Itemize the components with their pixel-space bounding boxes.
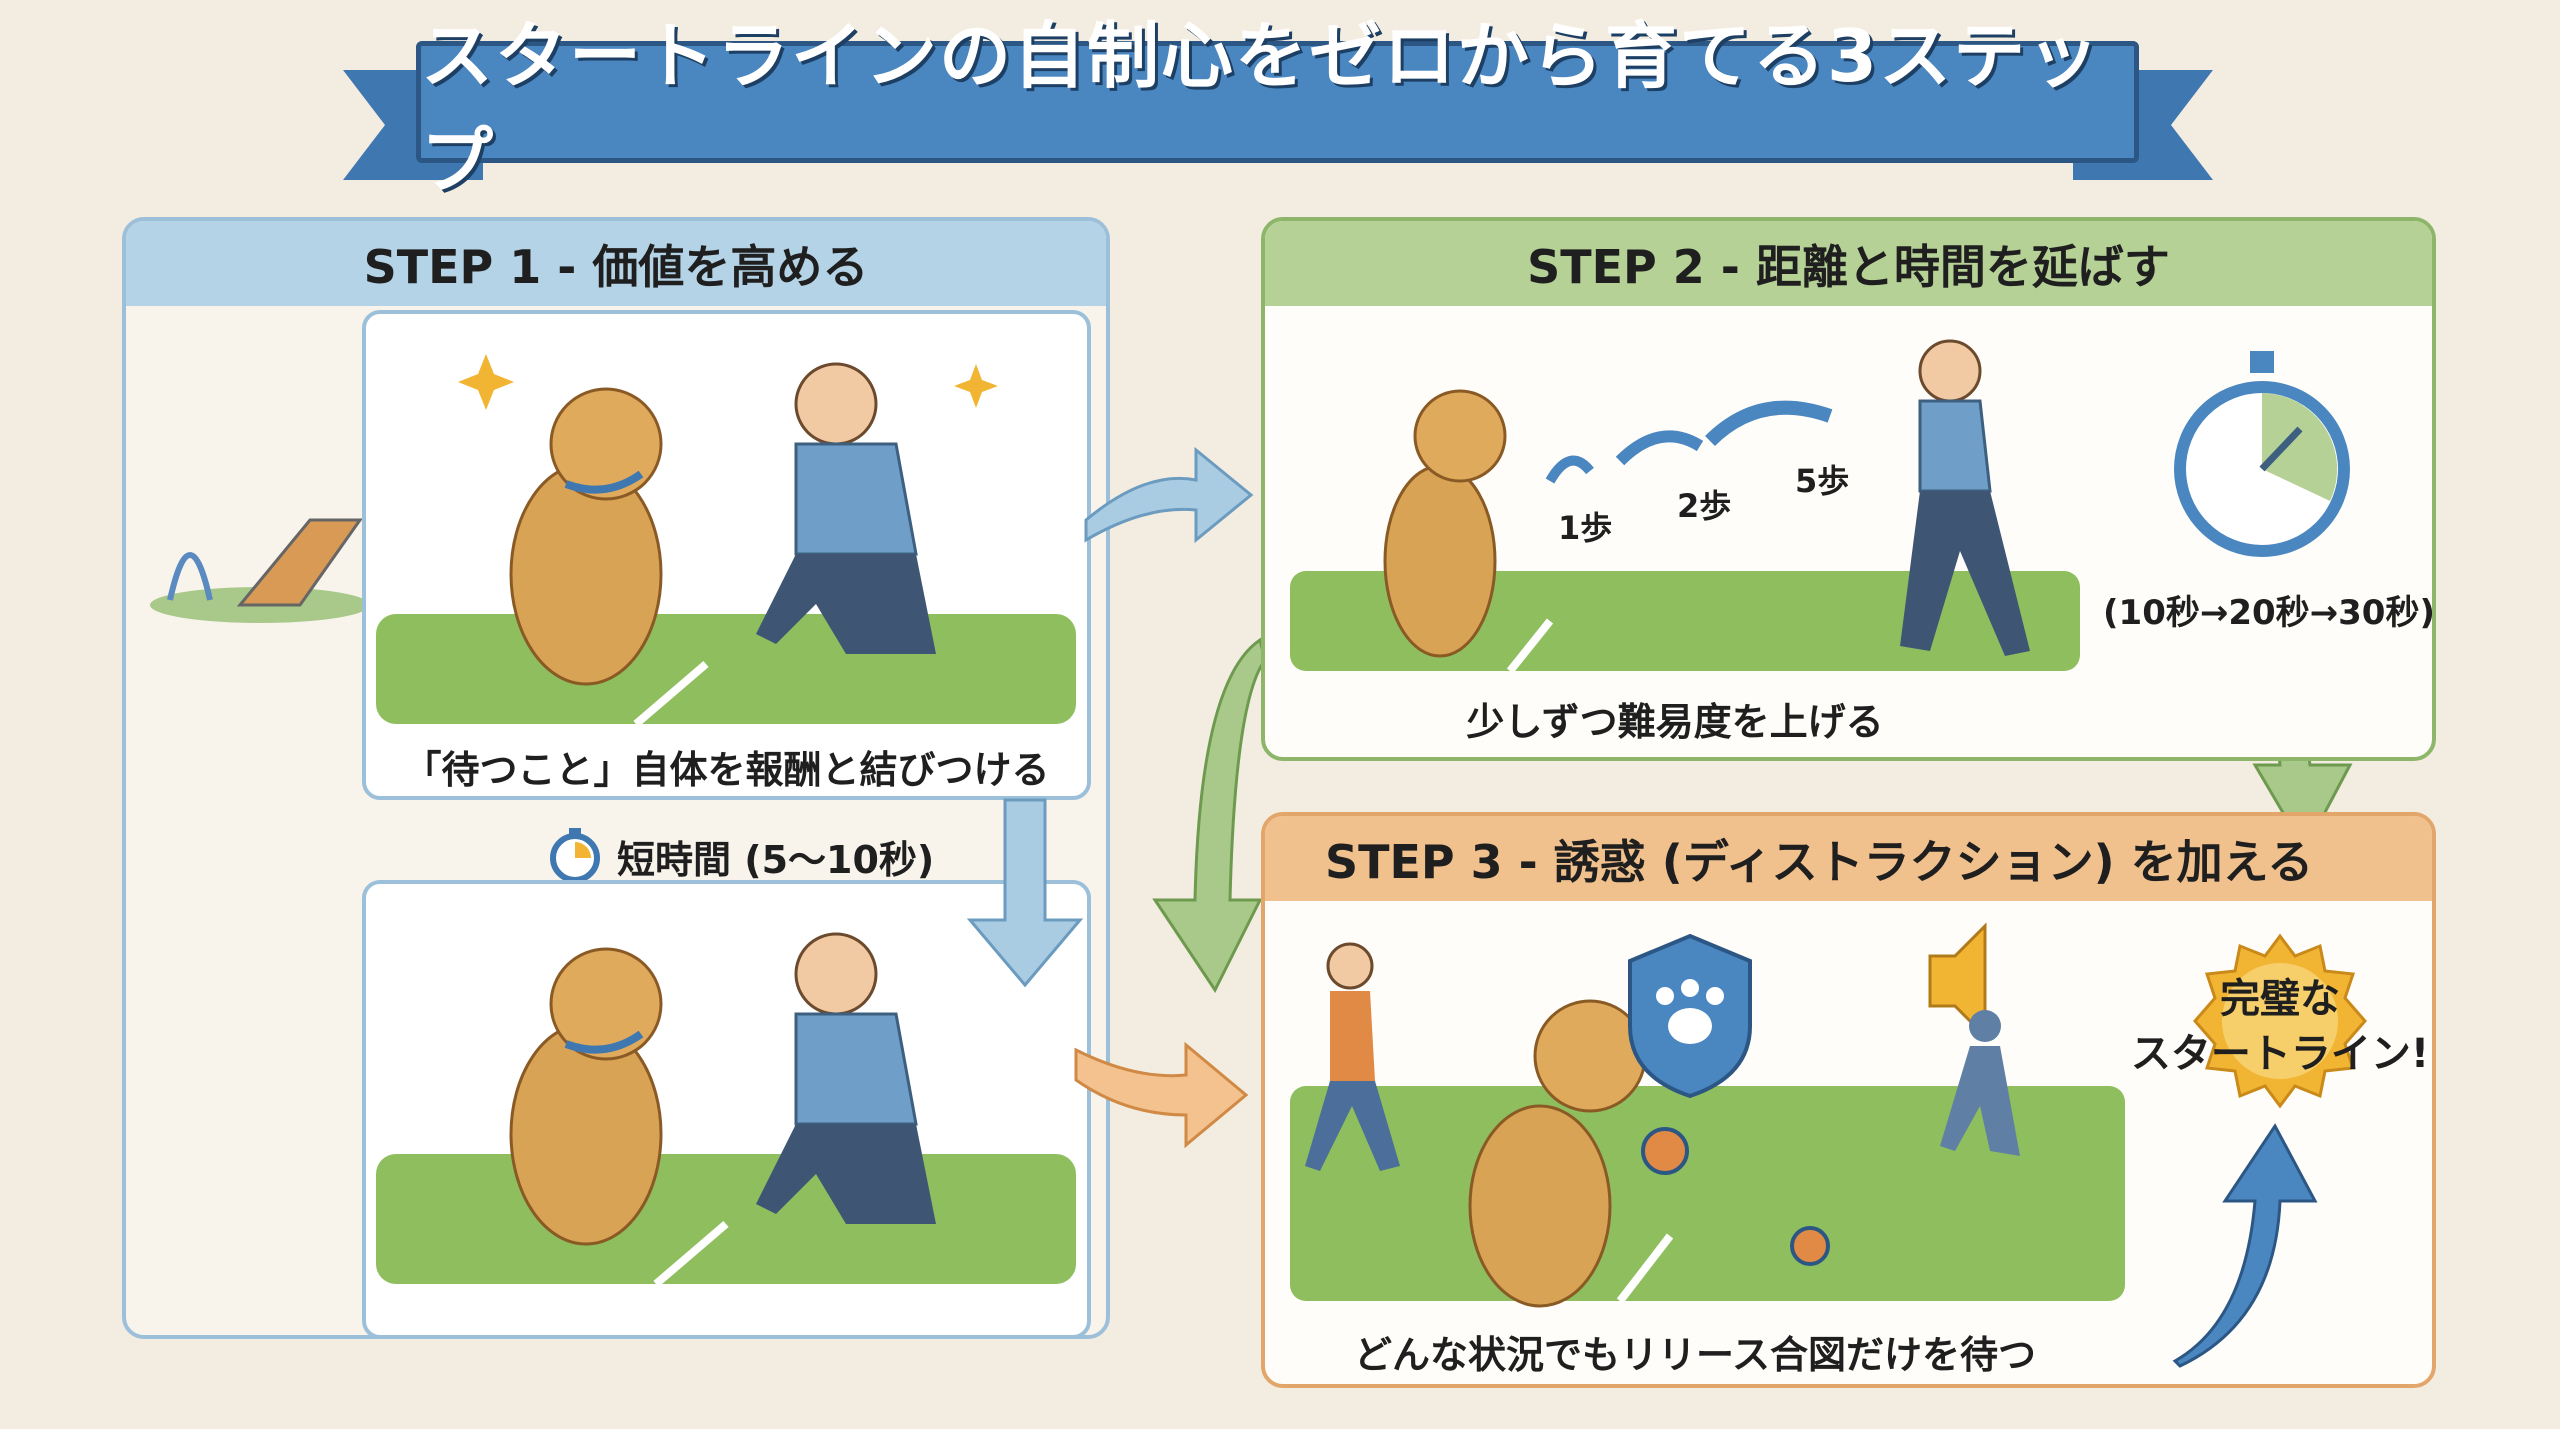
stopwatch-icon	[2174, 351, 2350, 557]
step2-distance-1: 1歩	[1558, 509, 1613, 547]
arrow-step1-down	[966, 798, 1084, 988]
step2-caption: 少しずつ難易度を上げる	[1466, 700, 1884, 744]
agility-equipment-illustration	[150, 518, 370, 623]
step1-card-top: 「待つこと」自体を報酬と結びつける	[362, 310, 1091, 800]
arrow-step2-to-step3-left	[1152, 637, 1267, 993]
step2-distance-3: 5歩	[1795, 462, 1850, 500]
step2-header: STEP 2 - 距離と時間を延ばす	[1265, 221, 2432, 306]
step1-duration-text: 短時間 (5〜10秒)	[617, 837, 935, 882]
dog-distance-illustration	[1290, 339, 2080, 674]
step3-caption: どんな状況でもリリース合図だけを待つ	[1353, 1333, 2037, 1377]
page-title: スタートラインの自制心をゼロから育てる3ステップ	[416, 14, 2139, 203]
step1-header: STEP 1 - 価値を高める	[126, 221, 1106, 306]
upward-arrow	[2172, 1123, 2318, 1368]
step2-panel: STEP 2 - 距離と時間を延ばす 1歩 2歩 5歩 (10秒→20秒→30秒…	[1261, 217, 2436, 761]
distraction-scene-illustration	[1290, 922, 2125, 1308]
arrow-step1-to-step3	[1074, 1041, 1249, 1149]
step1-card-bottom	[362, 880, 1091, 1339]
stopwatch-icon	[550, 828, 600, 883]
badge-line1: 完璧な	[2220, 976, 2340, 1022]
dog-owner-clicker-illustration	[376, 932, 1076, 1288]
badge-line2: スタートライン!	[2130, 1031, 2430, 1077]
step2-time-progression: (10秒→20秒→30秒)	[2103, 593, 2435, 633]
step3-header: STEP 3 - 誘惑 (ディストラクション) を加える	[1265, 816, 2432, 901]
step2-distance-2: 2歩	[1677, 487, 1732, 525]
dog-owner-treat-illustration	[376, 354, 1076, 728]
step1-duration: 短時間 (5〜10秒)	[547, 828, 934, 884]
achievement-badge	[2193, 933, 2367, 1109]
step3-panel: STEP 3 - 誘惑 (ディストラクション) を加える 完璧な スタートライン…	[1261, 812, 2436, 1388]
step1-caption: 「待つこと」自体を報酬と結びつける	[403, 748, 1050, 792]
arrow-step1-to-step2	[1084, 446, 1254, 544]
